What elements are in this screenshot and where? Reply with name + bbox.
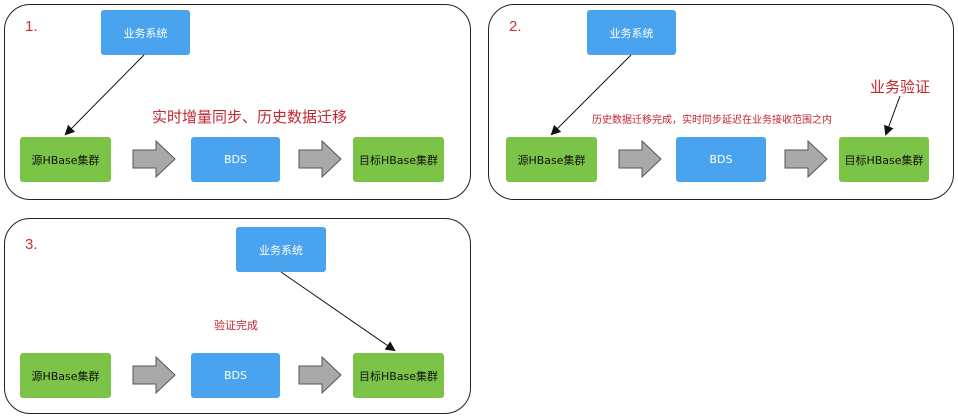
target-hbase-box-1: 目标HBase集群 xyxy=(353,137,444,182)
source-hbase-box-3: 源HBase集群 xyxy=(20,353,111,398)
target-hbase-box-2: 目标HBase集群 xyxy=(839,137,929,182)
callout-step-2: 业务验证 xyxy=(870,78,931,96)
step-number-2: 2. xyxy=(509,18,522,35)
business-system-box-1: 业务系统 xyxy=(101,10,190,55)
flow-arrow-icon xyxy=(298,356,342,394)
flow-arrow-icon xyxy=(298,140,342,178)
target-hbase-box-3: 目标HBase集群 xyxy=(353,353,444,398)
caption-step-2: 历史数据迁移完成，实时同步延迟在业务接收范围之内 xyxy=(592,115,832,126)
source-hbase-box-2: 源HBase集群 xyxy=(506,137,597,182)
flow-arrow-icon xyxy=(132,356,176,394)
source-hbase-box-1: 源HBase集群 xyxy=(20,137,111,182)
bds-box-1: BDS xyxy=(191,137,280,182)
bds-box-3: BDS xyxy=(191,353,280,398)
flow-arrow-icon xyxy=(132,140,176,178)
flow-arrow-icon xyxy=(618,140,662,178)
flow-arrow-icon xyxy=(784,140,828,178)
caption-step-1: 实时增量同步、历史数据迁移 xyxy=(152,108,348,126)
bds-box-2: BDS xyxy=(676,137,766,182)
business-system-box-3: 业务系统 xyxy=(236,227,326,272)
caption-step-3: 验证完成 xyxy=(214,319,258,332)
step-number-1: 1. xyxy=(25,18,38,35)
step-number-3: 3. xyxy=(25,236,38,253)
business-system-box-2: 业务系统 xyxy=(587,10,676,55)
